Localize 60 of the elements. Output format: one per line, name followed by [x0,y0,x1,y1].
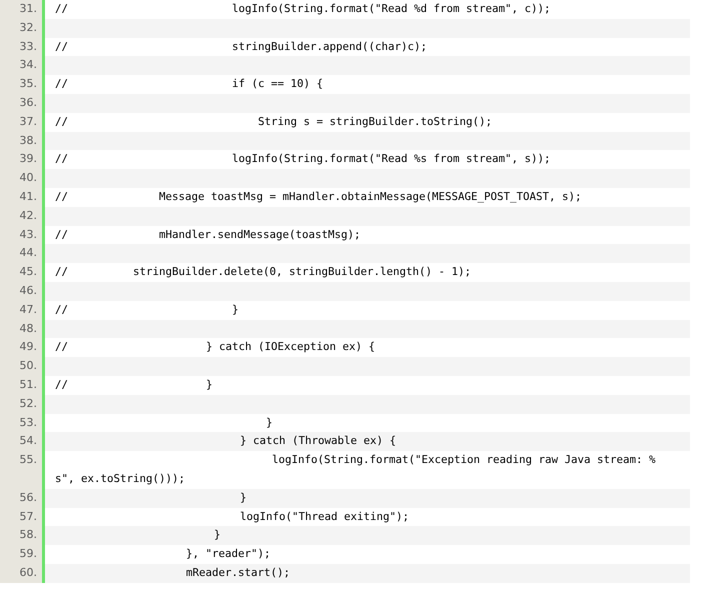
line-number: 56. [18,490,37,506]
line-number: 59. [18,546,37,562]
line-number: 35. [18,76,37,92]
line-number: 48. [18,320,37,337]
line-number: 34. [18,57,37,74]
line-number: 46. [18,283,37,299]
code-line: } catch (IOException ex) { [206,339,376,356]
line-number: 38. [18,132,37,149]
line-number: 44. [18,245,37,262]
comment-marker: // [55,1,68,17]
comment-marker: // [55,377,68,393]
line-number: 51. [18,377,37,393]
code-line: } [266,414,273,431]
code-line: } catch (Throwable ex) { [240,433,396,450]
comment-marker: // [55,264,68,280]
line-number: 36. [18,95,37,111]
code-line: Message toastMsg = mHandler.obtainMessage(MESSAGE_POST_TOAST, s); [159,189,582,205]
code-line: } [240,490,247,506]
code-line: String s = stringBuilder.toString(); [258,114,492,130]
line-number: 52. [18,396,37,412]
code-line: stringBuilder.append((char)c); [232,38,428,55]
comment-marker: // [55,76,68,92]
comment-marker: // [55,189,68,205]
line-number: 54. [18,433,37,450]
code-line: logInfo("Thread exiting"); [240,508,410,525]
comment-marker: // [55,302,68,318]
line-number: 33. [18,38,37,55]
comment-marker: // [55,226,68,243]
line-number: 47. [18,302,37,318]
comment-marker: // [55,114,68,130]
line-number: 43. [18,226,37,243]
code-line: } [232,302,239,318]
comment-marker: // [55,38,68,55]
code-line: }, "reader"); [186,546,271,562]
line-number: 42. [18,208,37,224]
code-line: logInfo(String.format("Read %s from stream", s)); [232,151,551,168]
code-line: } [214,527,221,544]
line-number: 45. [18,264,37,280]
line-number: 37. [18,114,37,130]
code-line: mHandler.sendMessage(toastMsg); [159,226,361,243]
line-number: 55. [18,452,37,468]
line-number: 53. [18,414,37,431]
code-line: logInfo(String.format("Exception reading raw Java stream: %s", ex.toString())); [55,452,657,487]
line-number: 60. [18,565,37,581]
line-number: 57. [18,508,37,525]
line-number: 50. [18,358,37,374]
comment-marker: // [55,339,68,356]
line-number: 58. [18,527,37,544]
code-line: } [206,377,213,393]
comment-marker: // [55,151,68,168]
line-number: 49. [18,339,37,356]
line-number: 41. [18,189,37,205]
line-number: 40. [18,170,37,186]
code-line: mReader.start(); [186,565,290,581]
line-number: 31. [18,1,37,17]
code-line: stringBuilder.delete(0, stringBuilder.length() - 1); [133,264,472,280]
code-line: logInfo(String.format("Read %d from stream", c)); [232,1,551,17]
code-line: if (c == 10) { [232,76,324,92]
line-number: 39. [18,151,37,168]
line-number: 32. [18,20,37,36]
